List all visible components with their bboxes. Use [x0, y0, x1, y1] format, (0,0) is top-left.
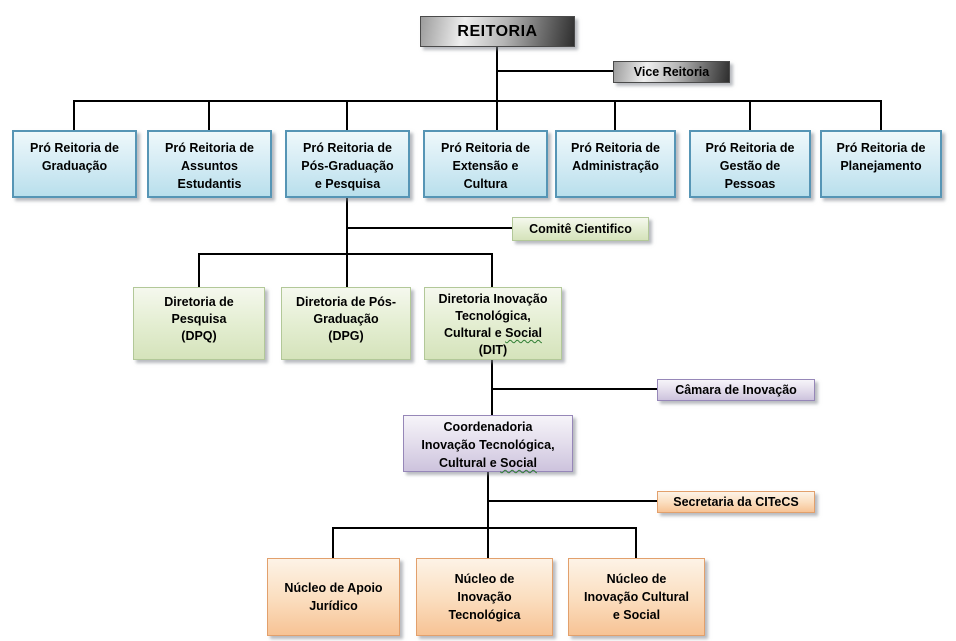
node-label: Diretoria Inovação Tecnológica, Cultural…: [438, 291, 547, 359]
node-label: Câmara de Inovação: [675, 383, 797, 397]
node-label-spellcheck-word: Social: [500, 456, 537, 470]
node-label: Vice Reitoria: [633, 65, 710, 79]
node-label: Pró Reitoria de Extensão e Cultura: [441, 141, 530, 191]
node-secretaria-citecs: Secretaria da CITeCS: [657, 491, 815, 513]
node-label: Núcleo de Apoio Jurídico: [284, 581, 383, 613]
connector-line: [488, 500, 657, 502]
node-nucleo-apoio-juridico: Núcleo de Apoio Jurídico: [267, 558, 400, 636]
node-label: Pró Reitoria de Assuntos Estudantis: [165, 141, 254, 191]
connector-line: [491, 360, 493, 415]
node-vice-reitoria: Vice Reitoria: [613, 61, 730, 83]
connector-line: [492, 388, 657, 390]
connector-line: [880, 100, 882, 130]
node-camara-inovacao: Câmara de Inovação: [657, 379, 815, 401]
node-pro-reitoria-assuntos-estudantis: Pró Reitoria de Assuntos Estudantis: [147, 130, 272, 198]
node-pro-reitoria-extensao-cultura: Pró Reitoria de Extensão e Cultura: [423, 130, 548, 198]
node-diretoria-pos-graduacao: Diretoria de Pós- Graduação (DPG): [281, 287, 411, 360]
node-pro-reitoria-administracao: Pró Reitoria de Administração: [555, 130, 676, 198]
node-label-text: Diretoria Inovação Tecnológica, Cultural…: [438, 292, 548, 340]
node-label: Pró Reitoria de Administração: [571, 141, 660, 173]
node-label: Núcleo de Inovação Tecnológica: [448, 572, 521, 622]
connector-line: [614, 100, 616, 130]
node-diretoria-pesquisa: Diretoria de Pesquisa (DPQ): [133, 287, 265, 360]
connector-line: [198, 253, 200, 287]
node-pro-reitoria-pos-graduacao-pesquisa: Pró Reitoria de Pós-Graduação e Pesquisa: [285, 130, 410, 198]
node-diretoria-inovacao: Diretoria Inovação Tecnológica, Cultural…: [424, 287, 562, 360]
node-label: REITORIA: [457, 22, 538, 40]
connector-line: [346, 100, 348, 130]
connector-line: [347, 227, 512, 229]
connector-line: [496, 46, 498, 130]
node-label: Comitê Cientifico: [529, 221, 632, 236]
node-label-text: (DIT): [478, 343, 508, 357]
connector-line: [749, 100, 751, 130]
connector-line: [333, 527, 637, 529]
node-label: Secretaria da CITeCS: [673, 495, 799, 509]
node-label: Coordenadoria Inovação Tecnológica, Cult…: [421, 418, 554, 472]
node-coordenadoria-inovacao: Coordenadoria Inovação Tecnológica, Cult…: [403, 415, 573, 472]
connector-line: [346, 198, 348, 287]
node-label: Pró Reitoria de Gestão de Pessoas: [705, 141, 795, 191]
node-label-spellcheck-word: Social: [505, 326, 542, 340]
connector-line: [497, 70, 613, 72]
node-label: Pró Reitoria de Planejamento: [836, 141, 926, 173]
node-label: Pró Reitoria de Pós-Graduação e Pesquisa: [301, 141, 394, 191]
node-nucleo-inovacao-cultural-social: Núcleo de Inovação Cultural e Social: [568, 558, 705, 636]
node-label: Diretoria de Pós- Graduação (DPG): [295, 295, 397, 343]
node-pro-reitoria-graduacao: Pró Reitoria de Graduação: [12, 130, 137, 198]
connector-line: [73, 100, 75, 130]
node-reitoria: REITORIA: [420, 16, 575, 47]
node-label: Pró Reitoria de Graduação: [30, 141, 119, 173]
node-nucleo-inovacao-tecnologica: Núcleo de Inovação Tecnológica: [416, 558, 553, 636]
node-label: Núcleo de Inovação Cultural e Social: [584, 572, 689, 622]
connector-line: [487, 472, 489, 558]
connector-line: [332, 527, 334, 558]
node-comite-cientifico: Comitê Cientifico: [512, 217, 649, 241]
connector-line: [635, 527, 637, 558]
connector-line: [74, 100, 882, 102]
connector-line: [491, 253, 493, 287]
connector-line: [208, 100, 210, 130]
node-label: Diretoria de Pesquisa (DPQ): [164, 295, 234, 343]
node-label-text: Coordenadoria Inovação Tecnológica, Cult…: [421, 420, 555, 470]
connector-line: [198, 253, 493, 255]
node-pro-reitoria-planejamento: Pró Reitoria de Planejamento: [820, 130, 942, 198]
node-pro-reitoria-gestao-pessoas: Pró Reitoria de Gestão de Pessoas: [689, 130, 811, 198]
